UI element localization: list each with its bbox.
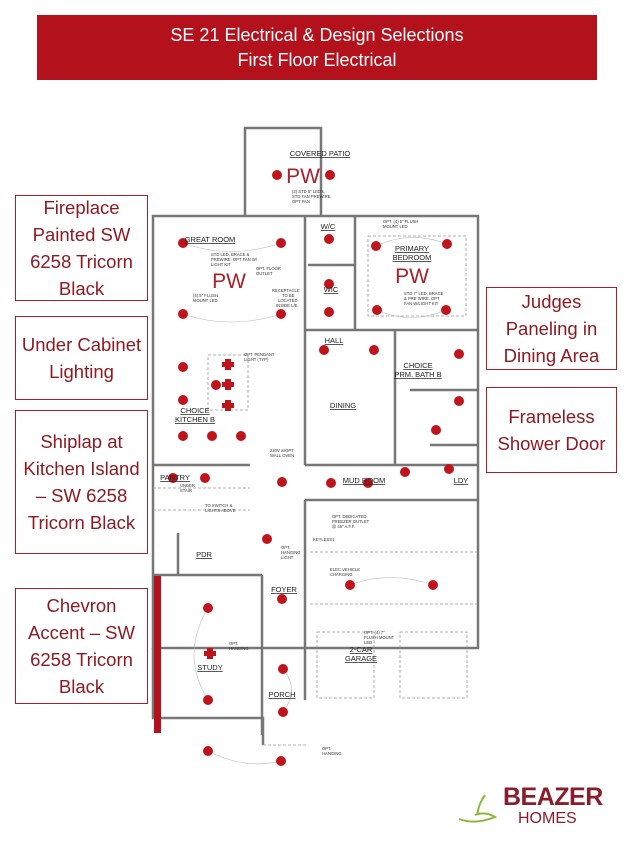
- room-primary-1: PRIMARY: [395, 244, 429, 253]
- callout-judges-paneling: Judges Paneling in Dining Area: [486, 287, 617, 370]
- svg-text:(2) STD 5" LED's,STD FAN PREWI: (2) STD 5" LED's,STD FAN PREWIRE,OPT FAN: [292, 189, 332, 204]
- chevron-accent-wall: [154, 576, 161, 733]
- room-primary-2: BEDROOM: [393, 253, 432, 262]
- pw-patio: PW: [286, 165, 320, 188]
- logo-sub: HOMES: [518, 810, 577, 827]
- page-title: SE 21 Electrical & Design Selections: [170, 24, 464, 45]
- room-kitchen-2: KITCHEN B: [175, 415, 215, 424]
- leaf-icon: [458, 794, 498, 823]
- callout-under-cabinet: Under Cabinet Lighting: [15, 316, 148, 400]
- room-pdr: PDR: [196, 550, 212, 559]
- room-ldy: LDY: [454, 476, 469, 485]
- room-study: STUDY: [197, 663, 222, 672]
- title-banner: SE 21 Electrical & Design Selections Fir…: [37, 15, 597, 80]
- svg-text:STD LED, BRACE &PREWIRE. OPT F: STD LED, BRACE &PREWIRE. OPT FAN W/LIGHT…: [211, 252, 258, 267]
- callout-fireplace: Fireplace Painted SW 6258 Tricorn Black: [15, 195, 148, 301]
- svg-text:OPT.HANGING: OPT.HANGING: [322, 746, 342, 756]
- walls: [151, 126, 480, 745]
- room-porch: PORCH: [268, 690, 295, 699]
- wiring: [182, 237, 448, 765]
- room-great-room: GREAT ROOM: [185, 235, 236, 244]
- room-bath-2: PRM. BATH B: [394, 370, 441, 379]
- callout-shiplap: Shiplap at Kitchen Island – SW 6258 Tric…: [15, 410, 148, 554]
- notes: (2) STD 5" LED's,STD FAN PREWIRE,OPT FAN…: [180, 189, 444, 756]
- svg-text:OPT.HANGING: OPT.HANGING: [229, 641, 249, 651]
- room-mud-room: MUD ROOM: [343, 476, 386, 485]
- beazer-logo: BEAZER HOMES: [455, 783, 605, 833]
- svg-text:KEYLESS1: KEYLESS1: [313, 537, 335, 542]
- room-wc: W/C: [321, 222, 336, 231]
- svg-text:TO SWITCH &LIGHTS ABOVE: TO SWITCH &LIGHTS ABOVE: [205, 503, 236, 513]
- room-covered-patio: COVERED PATIO: [290, 149, 351, 158]
- pw-primary: PW: [395, 265, 429, 288]
- room-kitchen-1: CHOICE: [180, 406, 209, 415]
- room-dining: DINING: [330, 401, 356, 410]
- room-wic: WIC: [324, 285, 339, 294]
- page-subtitle: First Floor Electrical: [237, 49, 397, 70]
- pw-great-room: PW: [212, 270, 246, 293]
- light-fixtures: [168, 170, 464, 766]
- callout-shower-door: Frameless Shower Door: [486, 387, 617, 473]
- room-garage-2: GARAGE: [345, 654, 377, 663]
- logo-brand: BEAZER: [503, 783, 603, 811]
- room-bath-1: CHOICE: [403, 361, 432, 370]
- room-garage-1: 2-CAR: [350, 645, 373, 654]
- room-labels: COVERED PATIO GREAT ROOM W/C PRIMARY BED…: [160, 149, 468, 699]
- room-foyer: FOYER: [271, 585, 297, 594]
- room-hall: HALL: [325, 336, 344, 345]
- callout-chevron: Chevron Accent – SW 6258 Tricorn Black: [15, 588, 148, 704]
- room-pantry: PANTRY: [160, 473, 190, 482]
